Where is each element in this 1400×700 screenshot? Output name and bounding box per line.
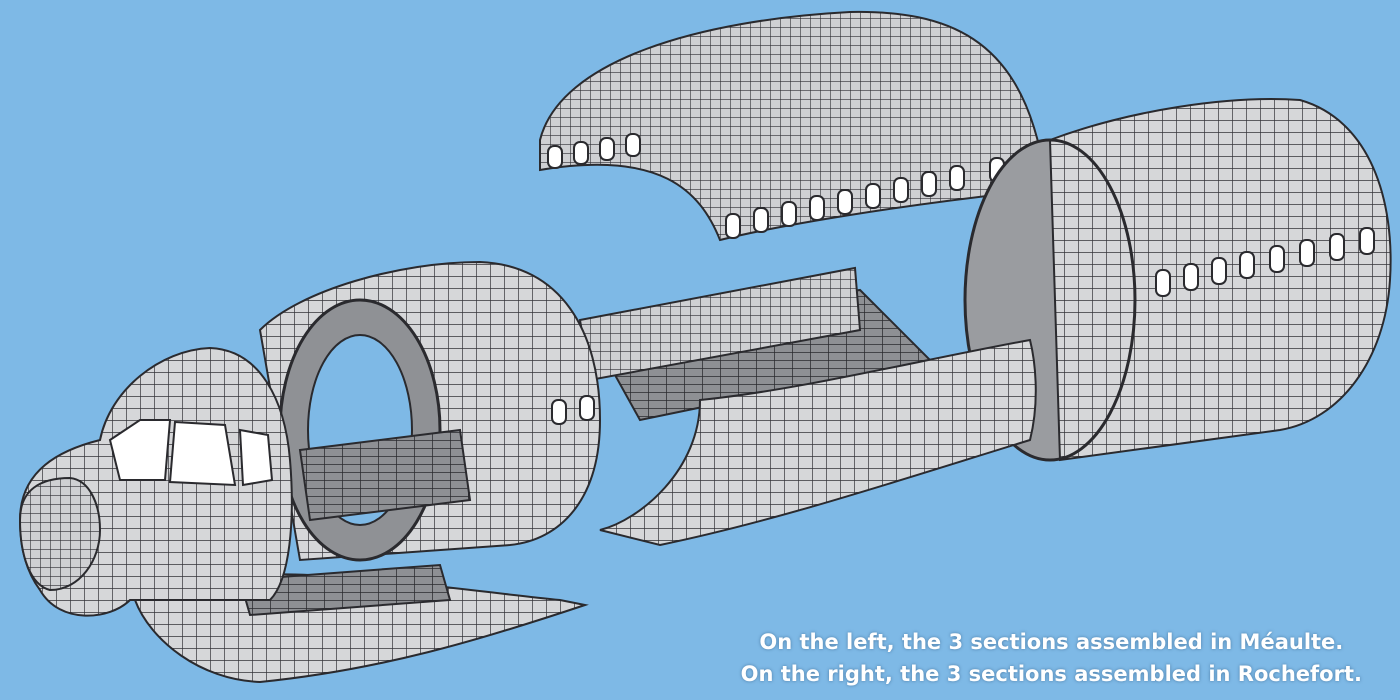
forward-barrel	[258, 260, 602, 562]
caption-line-2: On the right, the 3 sections assembled i…	[740, 662, 1362, 686]
mid-lower-panel	[599, 338, 1037, 547]
caption-line-1: On the left, the 3 sections assembled in…	[759, 630, 1344, 654]
rear-barrel	[963, 98, 1392, 462]
upper-crown-panel	[539, 10, 1041, 242]
lower-fuselage-panel	[133, 563, 589, 684]
nose-section	[18, 346, 293, 617]
caption: On the left, the 3 sections assembled in…	[741, 626, 1362, 690]
